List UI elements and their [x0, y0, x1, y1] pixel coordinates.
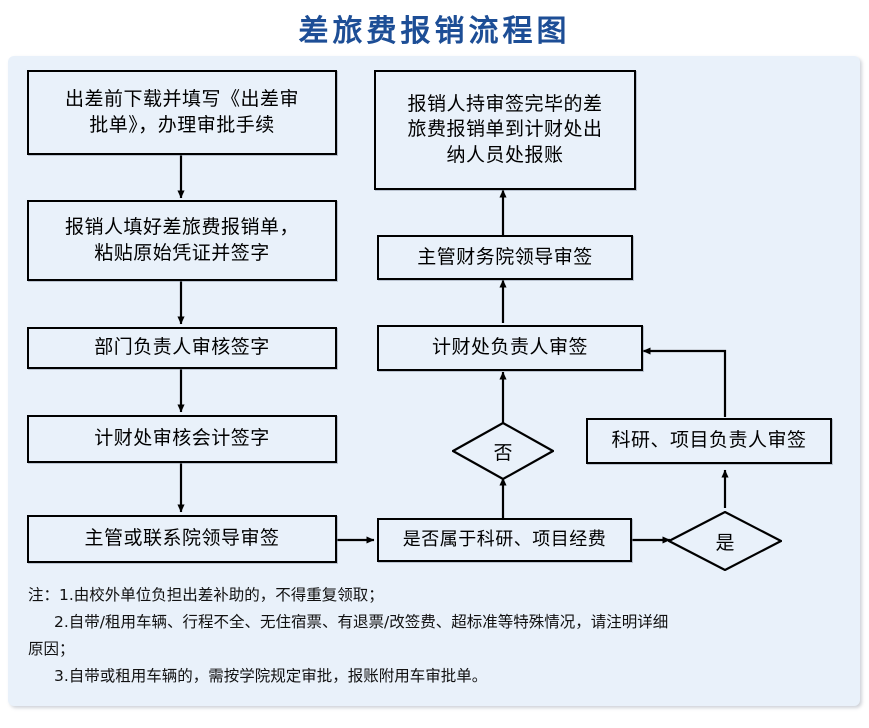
flow-node-n7[interactable]: 主管财务院领导审签 — [377, 235, 633, 280]
decision-node-d1-label: 是否属于科研、项目经费 — [402, 528, 607, 550]
flow-node-n8[interactable]: 计财处负责人审签 — [377, 325, 643, 371]
flow-node-n5-label: 主管或联系院领导审签 — [84, 527, 280, 550]
notes-block: 注：1.由校外单位负担出差补助的，不得重复领取； 2.自带/租用车辆、行程不全、… — [28, 582, 838, 691]
decision-node-d1[interactable]: 是否属于科研、项目经费 — [377, 518, 632, 562]
note-line-3: 原因； — [28, 640, 75, 659]
flow-node-n4-label: 计财处审核会计签字 — [94, 427, 270, 450]
note-line-4: 3.自带或租用车辆的，需按学院规定审批，报账附用车审批单。 — [54, 667, 488, 686]
flow-node-n4[interactable]: 计财处审核会计签字 — [27, 415, 337, 463]
flow-node-n3[interactable]: 部门负责人审核签字 — [27, 327, 337, 369]
flow-node-n6-label: 报销人持审签完毕的差 旅费报销单到计财处出 纳人员处报账 — [407, 92, 603, 166]
decision-diamond-no-label: 否 — [493, 441, 513, 464]
diamond-shape-no — [452, 422, 554, 480]
note-line-1: 注：1.由校外单位负担出差补助的，不得重复领取； — [28, 586, 384, 604]
flow-node-n5[interactable]: 主管或联系院领导审签 — [27, 515, 337, 563]
flow-node-n9-label: 科研、项目负责人审签 — [611, 429, 807, 452]
flow-node-n7-label: 主管财务院领导审签 — [417, 245, 593, 268]
flow-node-n1[interactable]: 出差前下载并填写《出差审 批单》，办理审批手续 — [27, 70, 337, 155]
flow-node-n6[interactable]: 报销人持审签完毕的差 旅费报销单到计财处出 纳人员处报账 — [374, 70, 636, 190]
note-line-2: 2.自带/租用车辆、行程不全、无住宿票、有退票/改签费、超标准等特殊情况，请注明… — [54, 613, 669, 632]
flow-node-n2[interactable]: 报销人填好差旅费报销单， 粘贴原始凭证并签字 — [27, 200, 337, 281]
page-title: 差旅费报销流程图 — [298, 14, 571, 49]
flow-node-n8-label: 计财处负责人审签 — [431, 336, 588, 359]
flow-node-n2-label: 报销人填好差旅费报销单， 粘贴原始凭证并签字 — [64, 215, 299, 264]
diamond-shape-yes — [668, 511, 782, 571]
flow-node-n9[interactable]: 科研、项目负责人审签 — [586, 418, 832, 464]
decision-diamond-yes[interactable]: 是 — [668, 511, 782, 571]
flow-node-n1-label: 出差前下载并填写《出差审 批单》，办理审批手续 — [64, 87, 299, 136]
flow-node-n3-label: 部门负责人审核签字 — [94, 336, 270, 359]
decision-diamond-yes-label: 是 — [715, 531, 735, 554]
decision-diamond-no[interactable]: 否 — [452, 422, 554, 480]
